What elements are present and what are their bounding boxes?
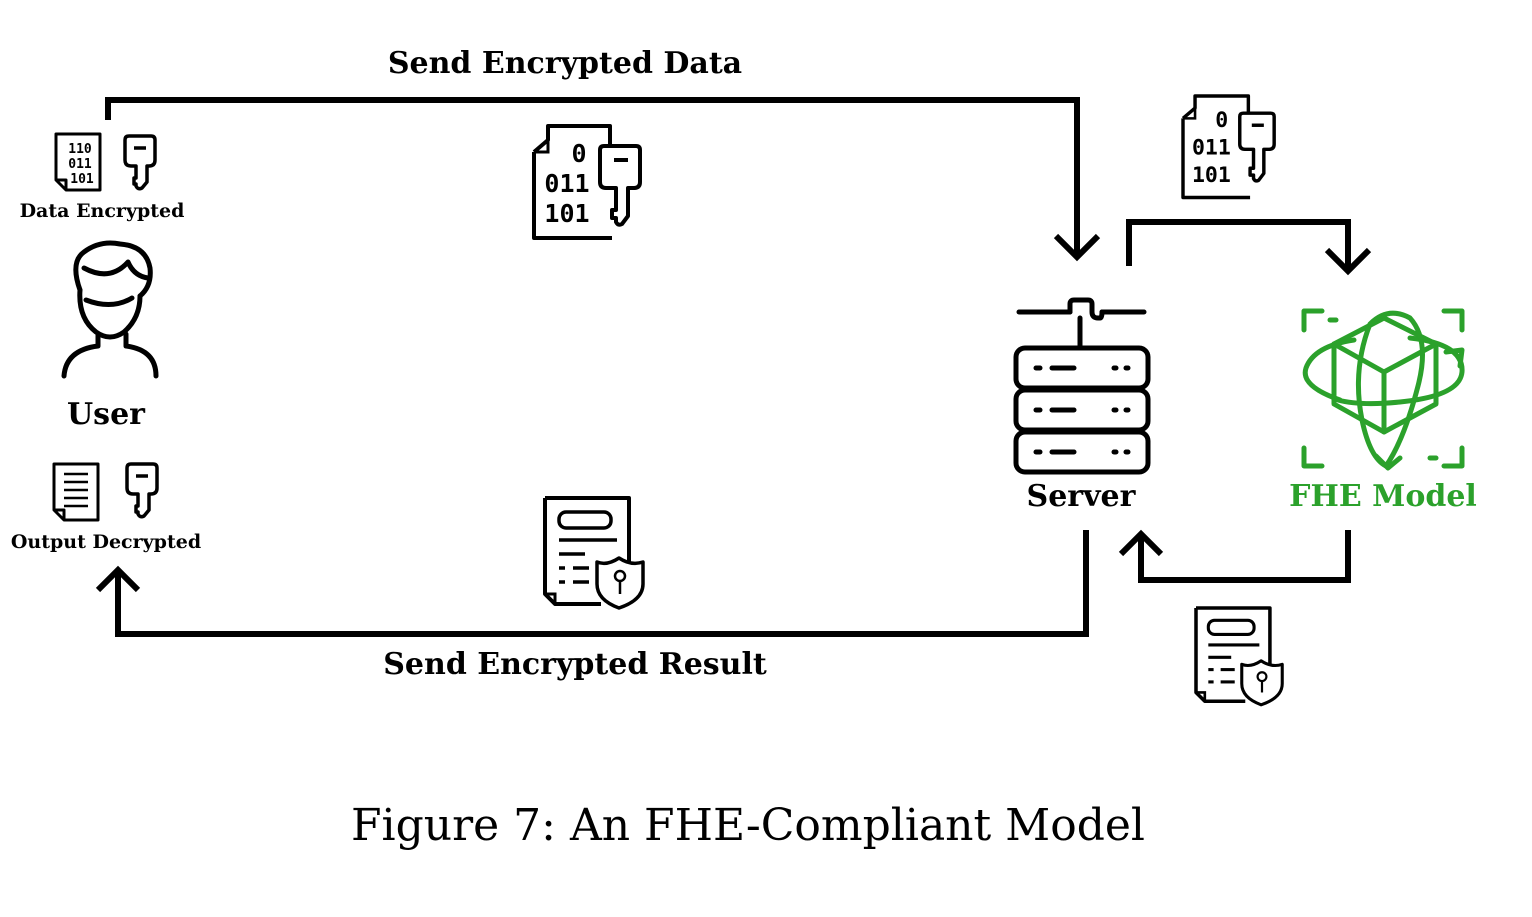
key-icon bbox=[123, 134, 157, 191]
large-binary-line-1: 0 bbox=[571, 139, 586, 168]
document-shield-icon bbox=[543, 496, 645, 610]
large-binary-line-1: 0 bbox=[1215, 108, 1228, 133]
large-binary-line-3: 101 bbox=[544, 199, 589, 228]
server-label: Server bbox=[1027, 479, 1137, 514]
model-to-server-arrow bbox=[1118, 529, 1351, 583]
small-binary-line-2: 011 bbox=[68, 157, 92, 172]
send-data-arrow bbox=[105, 97, 1101, 262]
server-icon bbox=[1013, 297, 1151, 475]
send-data-label: Send Encrypted Data bbox=[388, 46, 742, 81]
document-shield-icon bbox=[1194, 606, 1284, 707]
server-to-model-arrow bbox=[1126, 219, 1372, 276]
send-result-arrow bbox=[95, 530, 1089, 637]
encrypted-data-icon: 0 011 101 bbox=[532, 124, 642, 240]
key-icon bbox=[125, 462, 159, 519]
fhe-model-cube-icon bbox=[1301, 308, 1465, 471]
document-icon bbox=[52, 462, 100, 522]
small-binary-line-1: 110 bbox=[68, 142, 92, 157]
large-binary-line-3: 101 bbox=[1192, 163, 1231, 188]
fhe-model-label: FHE Model bbox=[1289, 479, 1477, 514]
large-binary-line-2: 011 bbox=[544, 169, 589, 198]
data-encrypted-label: Data Encrypted bbox=[20, 200, 185, 222]
user-label: User bbox=[67, 397, 146, 432]
small-binary-line-3: 101 bbox=[70, 172, 94, 187]
user-icon bbox=[61, 240, 159, 379]
output-decrypted-label: Output Decrypted bbox=[11, 531, 201, 553]
large-binary-line-2: 011 bbox=[1192, 135, 1231, 160]
encrypted-data-icon: 0 011 101 bbox=[1181, 94, 1276, 200]
figure-caption: Figure 7: An FHE-Compliant Model bbox=[351, 800, 1145, 851]
send-result-label: Send Encrypted Result bbox=[383, 647, 767, 682]
file-binary-icon: 110 011 101 bbox=[54, 132, 102, 192]
